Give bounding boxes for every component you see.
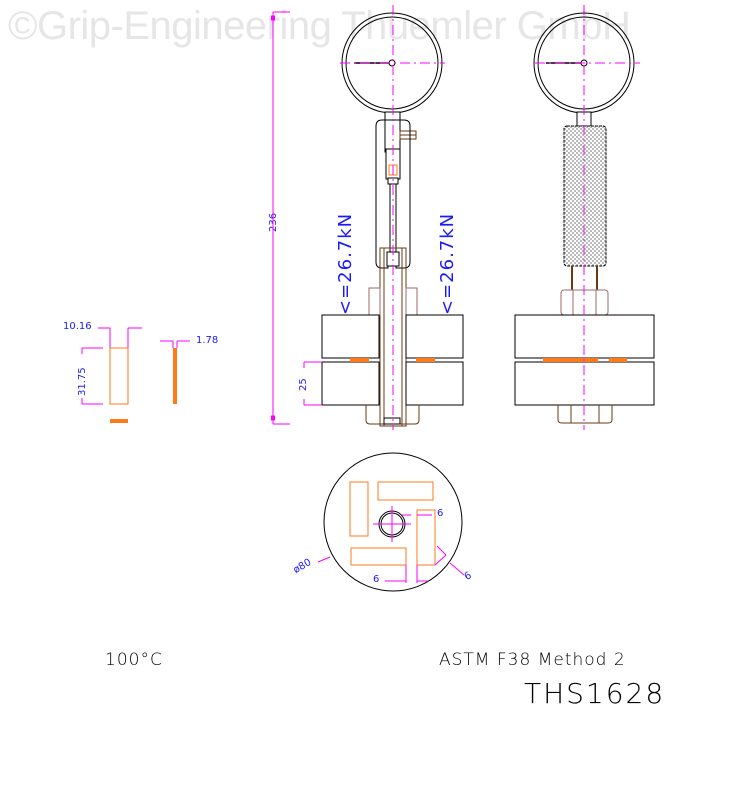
plan-gap-label-2: 6 — [373, 574, 380, 585]
temperature-label: 100°C — [105, 650, 163, 670]
part-number: THS1628 — [524, 677, 666, 710]
specimen-thickness-label: 1.78 — [196, 335, 219, 346]
specimen-detail — [81, 327, 190, 423]
plan-gap-label-1: 6 — [437, 508, 444, 519]
standard-label: ASTM F38 Method 2 — [439, 650, 626, 670]
plan-view — [317, 452, 465, 592]
left-assembly — [303, 5, 464, 430]
specimen-width-label: 10.16 — [63, 321, 92, 332]
right-assembly — [514, 5, 655, 430]
watermark: ©Grip-Engineering Thuemler GmbH — [8, 4, 631, 48]
overall-height-dimension — [271, 11, 290, 425]
